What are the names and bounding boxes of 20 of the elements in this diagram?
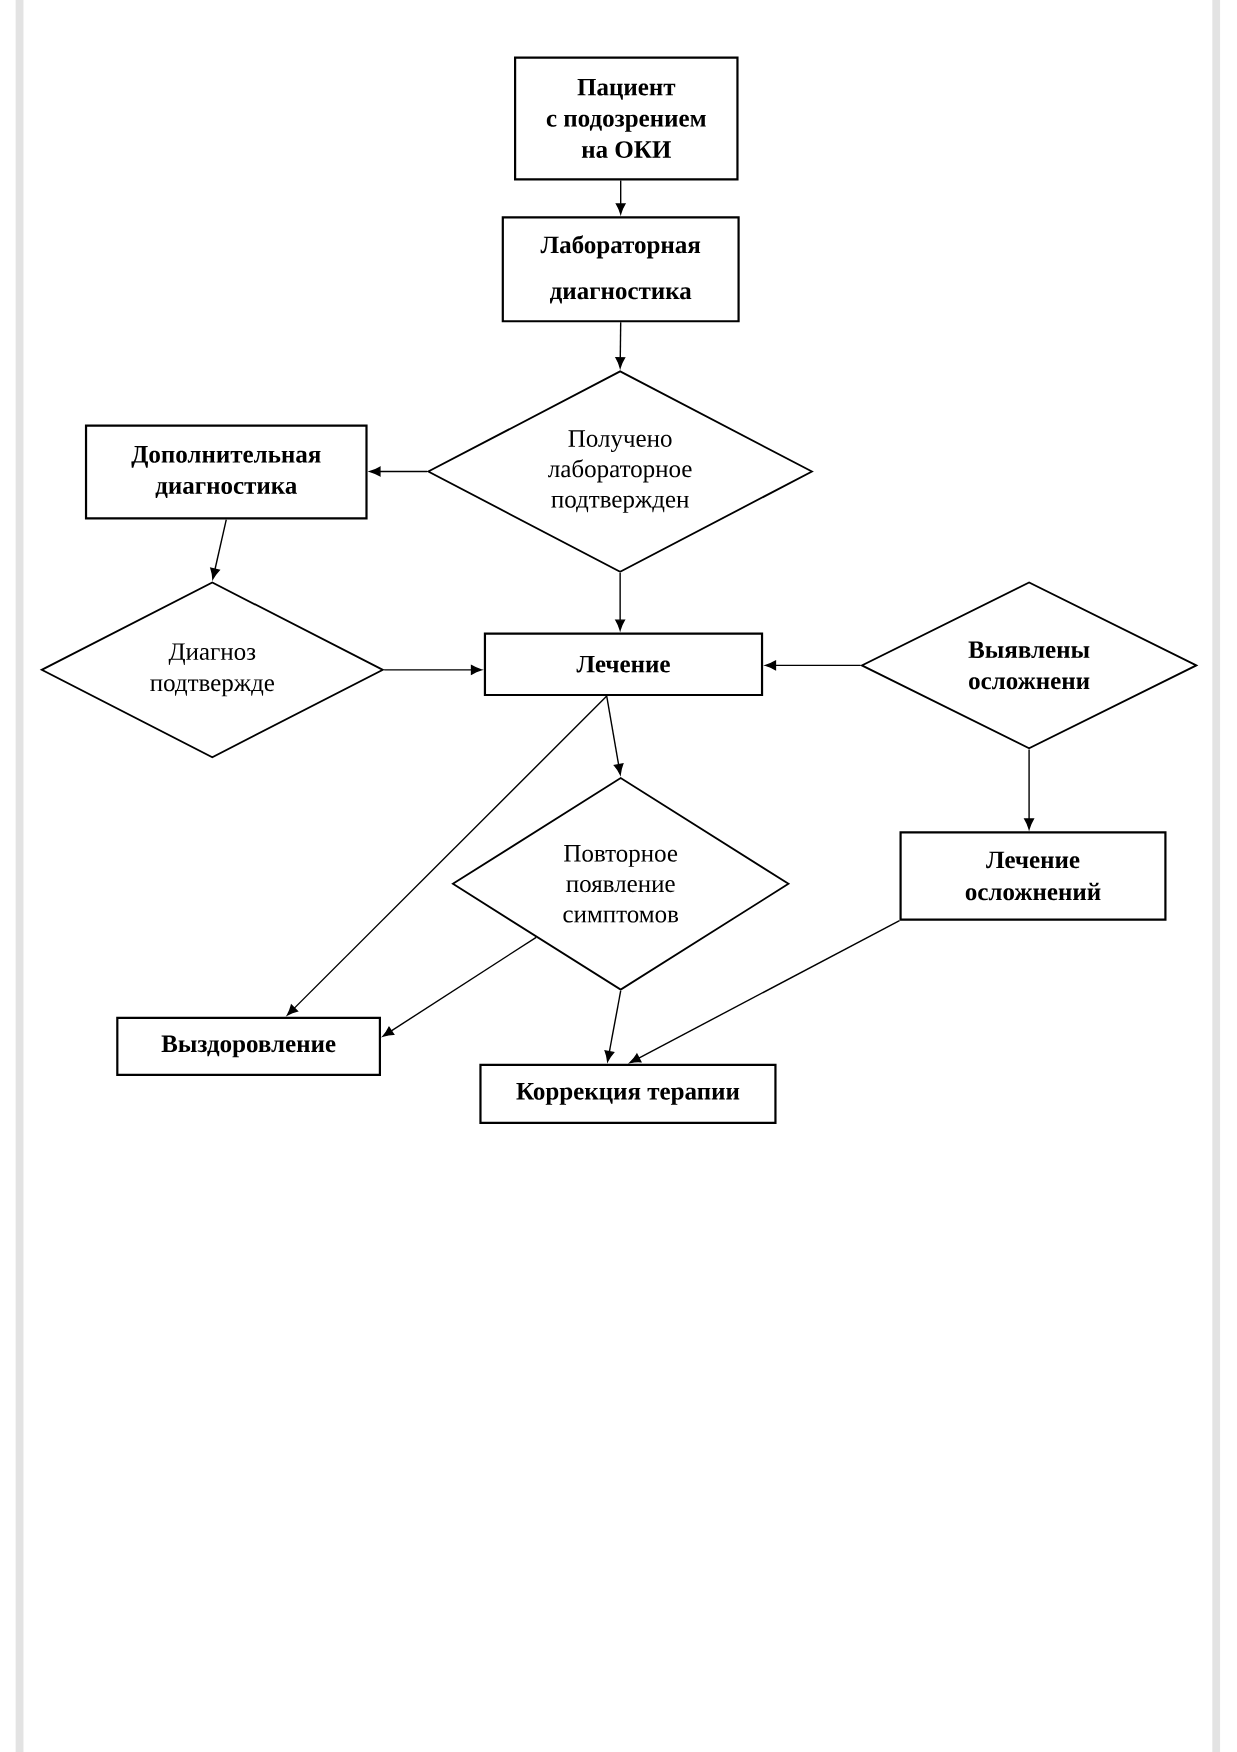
process-box: Дополнительная диагностика [85, 424, 368, 520]
arrow [615, 179, 626, 215]
arrow [1024, 748, 1035, 830]
arrow [383, 664, 482, 675]
process-box: Коррекция терапии [479, 1063, 777, 1125]
arrow [615, 572, 626, 631]
arrow [615, 321, 626, 369]
process-box: Лабораторная диагностика [501, 216, 740, 323]
process-box: Выздоровление [116, 1016, 382, 1076]
arrow [604, 990, 622, 1062]
arrow [606, 695, 624, 775]
arrow [369, 466, 428, 477]
arrow [629, 920, 901, 1064]
arrow [210, 518, 227, 580]
arrow [286, 695, 608, 1016]
arrow [765, 660, 862, 671]
arrow [382, 936, 537, 1037]
process-box: Лечение [483, 632, 764, 697]
process-box: Лечение осложнений [899, 831, 1167, 921]
process-box: Пациент с подозрением на ОКИ [514, 56, 739, 181]
